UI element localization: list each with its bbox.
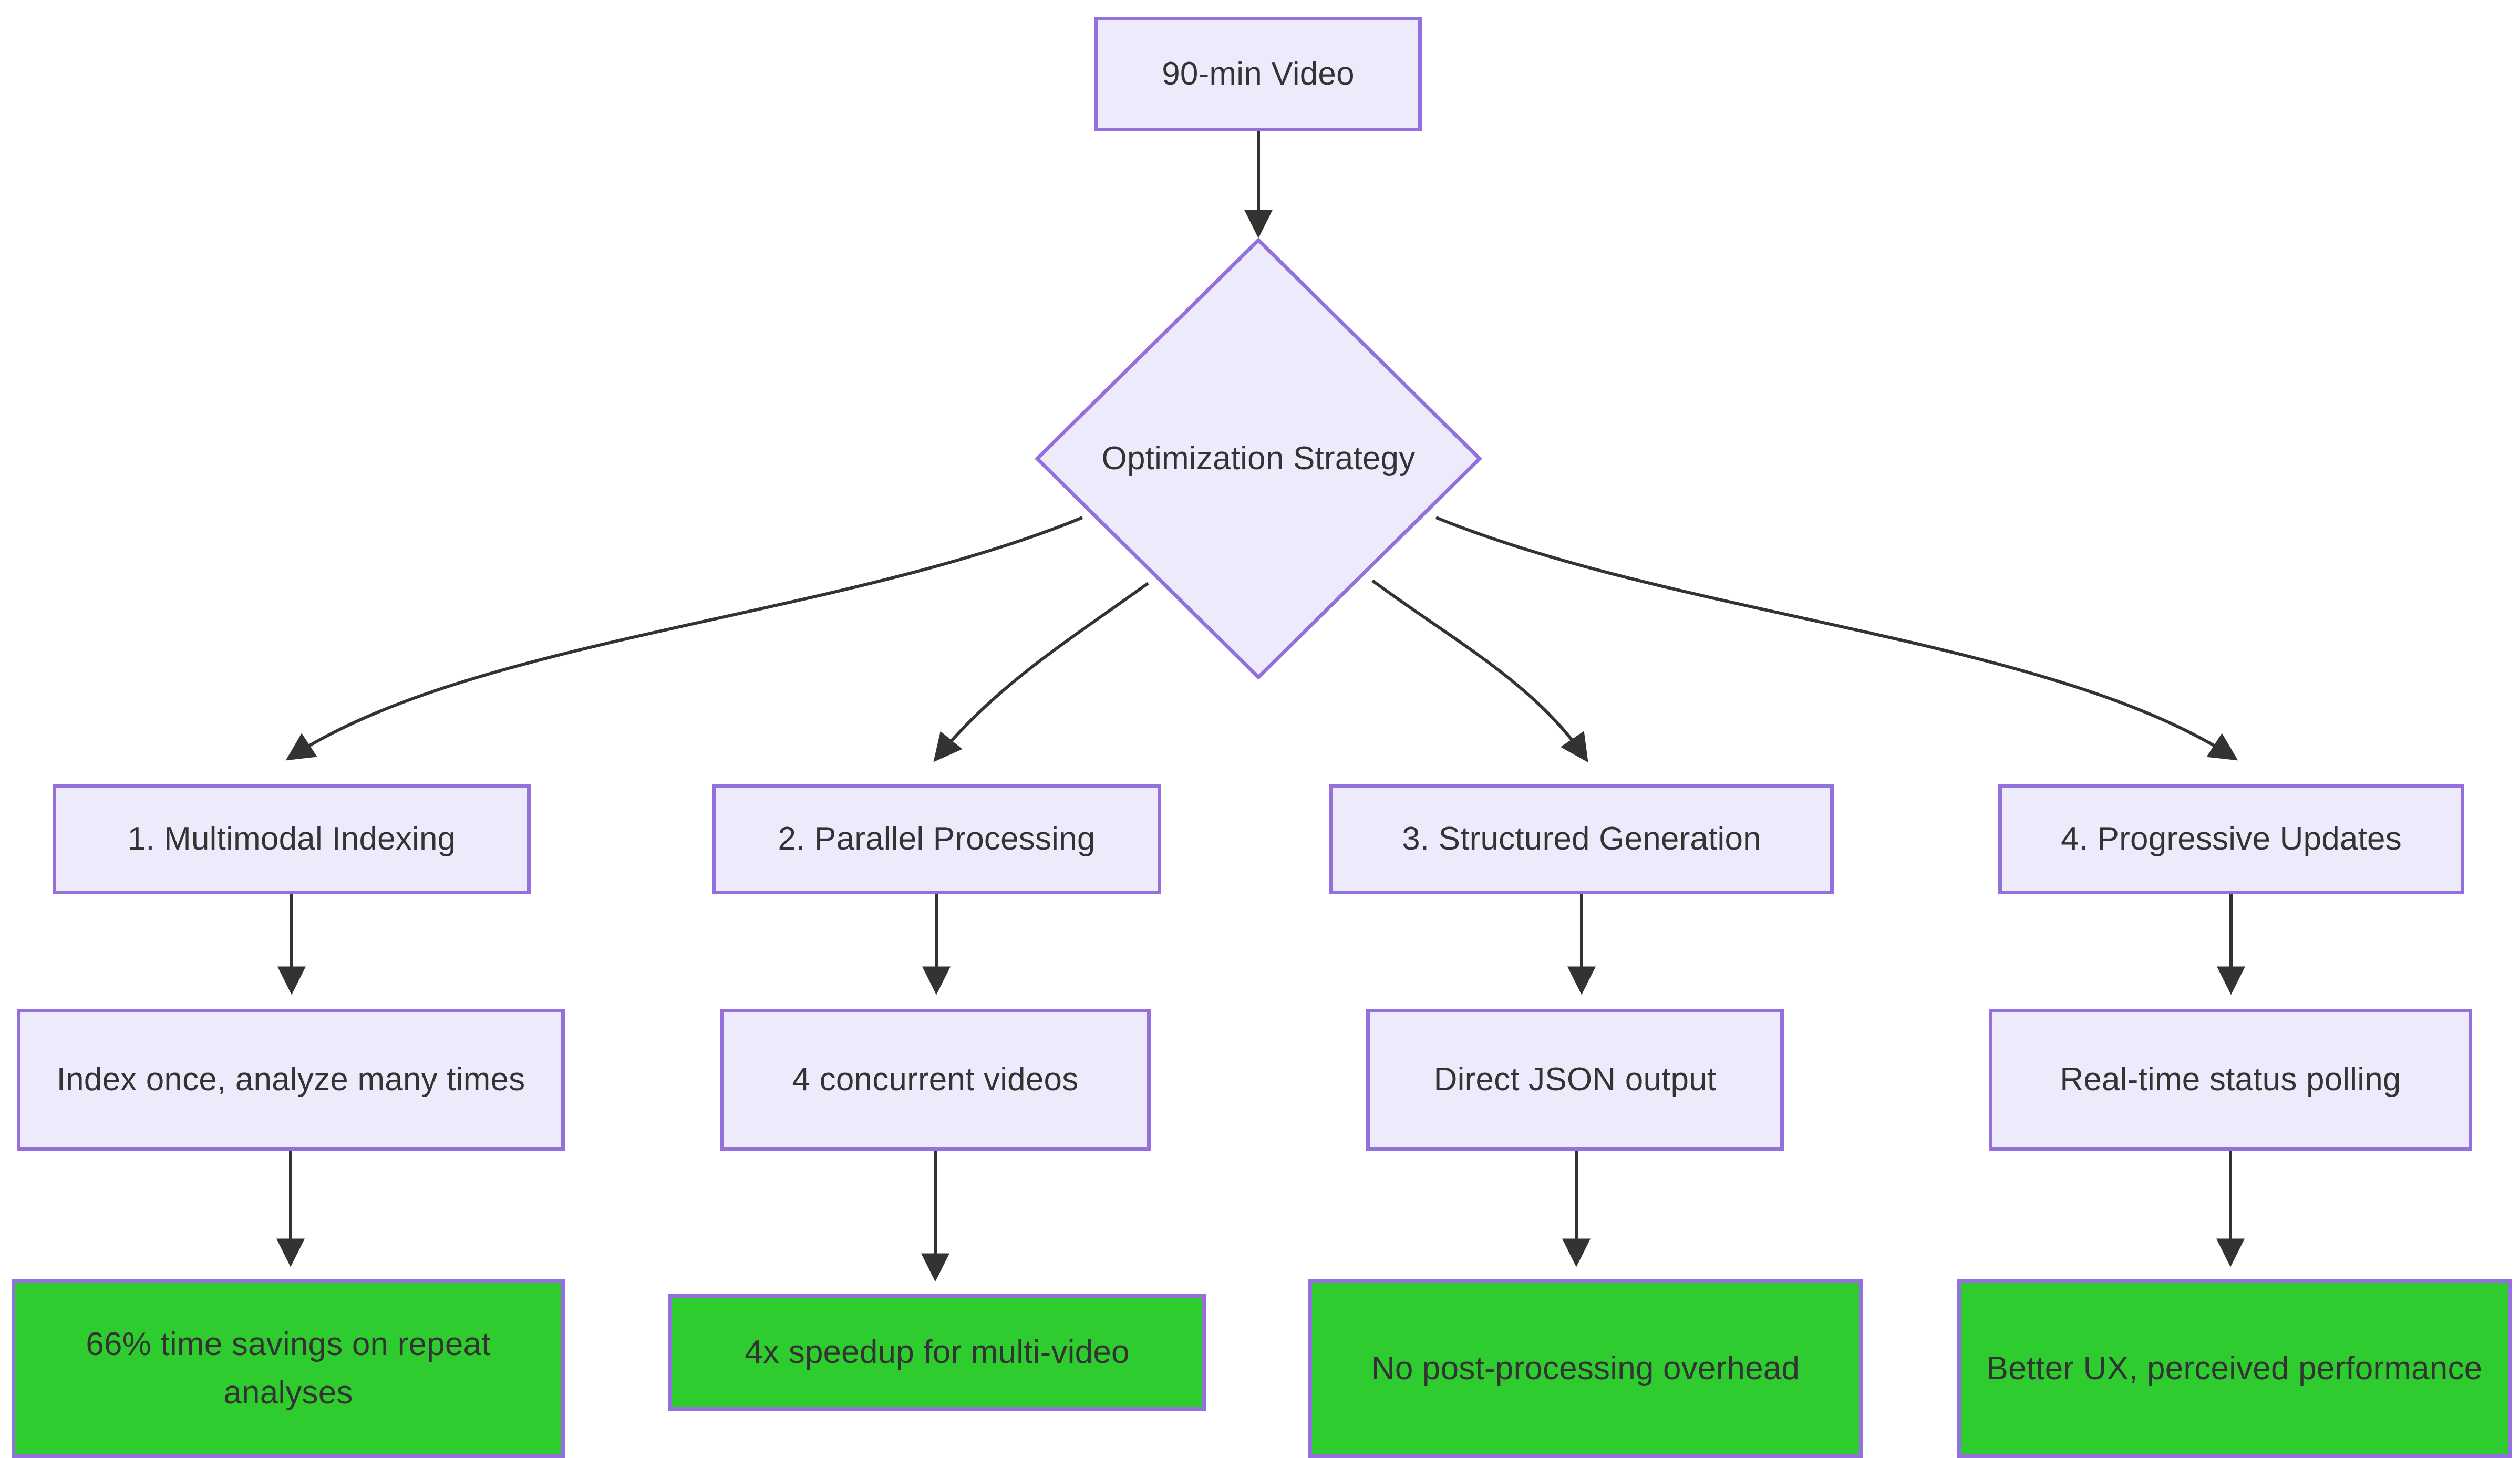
node-detail4[interactable]: Real-time status polling [1989,1009,2472,1151]
node-detail4-label: Real-time status polling [2060,1061,2401,1098]
node-result2[interactable]: 4x speedup for multi-video [668,1294,1206,1411]
edge-decision-step3 [1371,579,1588,763]
diamond-shape-icon [1035,238,1482,679]
node-step1-label: 1. Multimodal Indexing [127,821,456,857]
node-detail1-label: Index once, analyze many times [56,1061,525,1098]
node-detail2-label: 4 concurrent videos [792,1061,1079,1098]
node-detail3-label: Direct JSON output [1433,1061,1717,1098]
node-source-label: 90-min Video [1162,56,1355,92]
node-step3[interactable]: 3. Structured Generation [1329,784,1834,894]
node-result1[interactable]: 66% time savings on repeat analyses [12,1279,565,1458]
edge-decision-step4 [1435,516,2238,761]
node-source[interactable]: 90-min Video [1094,17,1422,131]
node-result3-label: No post-processing overhead [1371,1350,1800,1387]
node-step4-label: 4. Progressive Updates [2061,821,2402,857]
node-step3-label: 3. Structured Generation [1402,821,1761,857]
node-result4[interactable]: Better UX, perceived performance [1957,1279,2512,1458]
edge-decision-step1 [285,516,1083,761]
node-detail3[interactable]: Direct JSON output [1366,1009,1784,1151]
node-step2[interactable]: 2. Parallel Processing [712,784,1161,894]
node-step2-label: 2. Parallel Processing [778,821,1096,857]
node-decision[interactable]: Optimization Strategy [1035,238,1482,679]
node-result3[interactable]: No post-processing overhead [1308,1279,1863,1458]
node-result2-label: 4x speedup for multi-video [745,1334,1130,1371]
node-result1-label: 66% time savings on repeat analyses [86,1326,491,1411]
node-step1[interactable]: 1. Multimodal Indexing [53,784,531,894]
edge-decision-step2 [933,582,1149,762]
node-step4[interactable]: 4. Progressive Updates [1998,784,2464,894]
node-detail2[interactable]: 4 concurrent videos [720,1009,1151,1151]
node-result4-label: Better UX, perceived performance [1986,1350,2483,1387]
node-detail1[interactable]: Index once, analyze many times [17,1009,565,1151]
node-decision-label: Optimization Strategy [1101,440,1416,477]
